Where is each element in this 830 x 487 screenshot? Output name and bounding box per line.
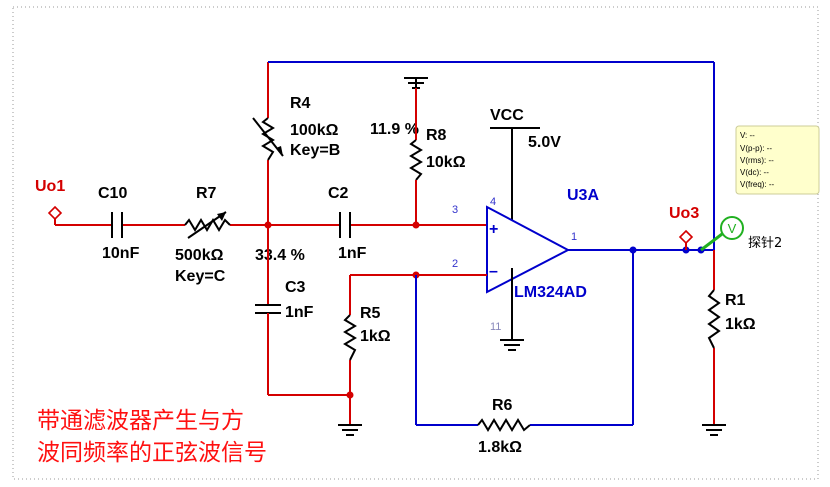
r4-value: 100kΩ <box>290 122 339 139</box>
uo1-label: Uo1 <box>35 178 65 195</box>
sheet-border <box>12 6 819 480</box>
r7-key: Key=C <box>175 268 226 285</box>
net-output <box>568 249 715 425</box>
r6-value: 1.8kΩ <box>478 439 522 456</box>
r8-value: 10kΩ <box>426 154 466 171</box>
opamp-minus-sign: – <box>489 263 498 280</box>
r4-percent: 11.9 % <box>370 121 419 138</box>
capacitor-c2[interactable] <box>339 212 351 238</box>
pin-11: 11 <box>490 321 501 333</box>
vcc-value: 5.0V <box>528 134 561 151</box>
r4-label: R4 <box>290 95 311 112</box>
ground-r1 <box>702 424 726 436</box>
pin-4: 4 <box>490 196 496 208</box>
capacitor-c3[interactable] <box>255 304 281 318</box>
resistor-r6[interactable] <box>477 418 531 432</box>
potentiometer-r4[interactable] <box>252 62 284 161</box>
ground-r5 <box>338 424 362 436</box>
r1-value: 1kΩ <box>725 316 756 333</box>
r4-key: Key=B <box>290 142 340 159</box>
net-inverting <box>349 274 487 425</box>
c2-value: 1nF <box>338 245 367 262</box>
caption-line-1: 带通滤波器产生与方 <box>37 408 244 434</box>
probe-name: 探针2 <box>748 236 782 251</box>
r8-label: R8 <box>426 127 447 144</box>
uo3-label: Uo3 <box>669 205 699 222</box>
resistor-r8[interactable] <box>409 88 423 225</box>
caption-line-2: 波同频率的正弦波信号 <box>37 440 267 466</box>
resistor-r5[interactable] <box>343 314 357 361</box>
uo1-connector[interactable] <box>47 205 63 225</box>
opamp-u3a[interactable] <box>486 205 571 340</box>
net-feedback-bottom <box>415 250 634 426</box>
resistor-r1[interactable] <box>707 289 721 349</box>
r1-label: R1 <box>725 292 746 309</box>
uo3-connector[interactable] <box>678 229 694 250</box>
probe-line-v: V: -- <box>740 131 755 140</box>
c2-label: C2 <box>328 185 349 202</box>
probe-readout: V: -- V(p-p): -- V(rms): -- V(dc): -- V(… <box>735 125 820 195</box>
r5-label: R5 <box>360 305 381 322</box>
net-node-a <box>267 160 350 396</box>
net-feedback-top <box>268 61 715 250</box>
probe-line-vpp: V(p-p): -- <box>740 144 772 153</box>
pin-1: 1 <box>571 231 577 243</box>
c3-value: 1nF <box>285 304 314 321</box>
u3a-label: U3A <box>567 187 599 204</box>
vcc-supply <box>490 127 540 232</box>
potentiometer-r7[interactable] <box>184 211 231 239</box>
opamp-model: LM324AD <box>514 284 587 301</box>
r5-value: 1kΩ <box>360 328 391 345</box>
c3-label: C3 <box>285 279 306 296</box>
probe-line-vdc: V(dc): -- <box>740 168 769 177</box>
c10-label: C10 <box>98 185 127 202</box>
pin-3: 3 <box>452 204 458 216</box>
capacitor-c10[interactable] <box>111 212 123 238</box>
c10-value: 10nF <box>102 245 140 262</box>
pin-2: 2 <box>452 258 458 270</box>
probe-2[interactable] <box>700 216 744 252</box>
r7-percent: 33.4 % <box>255 247 305 264</box>
ground-r8 <box>404 77 428 89</box>
opamp-plus-sign: + <box>489 221 498 238</box>
r7-label: R7 <box>196 185 217 202</box>
r7-value: 500kΩ <box>175 247 224 264</box>
ground-opamp <box>500 339 524 351</box>
probe-v-icon: V <box>728 221 737 236</box>
probe-line-vrms: V(rms): -- <box>740 156 774 165</box>
probe-line-vfreq: V(freq): -- <box>740 180 775 189</box>
r6-label: R6 <box>492 397 513 414</box>
vcc-label: VCC <box>490 107 524 124</box>
